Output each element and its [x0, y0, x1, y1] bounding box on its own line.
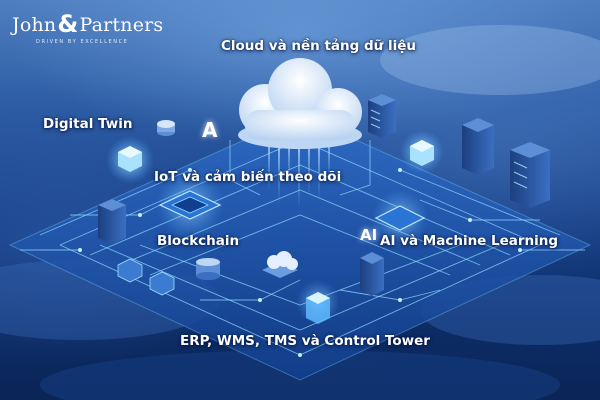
server-rack-icon [98, 199, 126, 244]
server-rack-icon [360, 252, 384, 296]
brand-tagline: DRIVEN BY EXCELLENCE [36, 39, 129, 45]
label-erp: ERP, WMS, TMS và Control Tower [180, 333, 430, 349]
circuit-board [10, 115, 590, 380]
server-rack-icon [510, 142, 550, 208]
brand-logo: John&Partners DRIVEN BY EXCELLENCE [12, 10, 163, 45]
label-ai: AI và Machine Learning [380, 233, 559, 249]
sensor-node-icon [157, 120, 175, 136]
label-cloud: Cloud và nền tảng dữ liệu [221, 38, 417, 54]
ai-chip-left-badge: A [202, 118, 218, 142]
blockchain-block-icon [117, 258, 175, 296]
brand-name: John&Partners [12, 10, 163, 38]
database-icon [196, 258, 220, 280]
label-digital-twin: Digital Twin [43, 116, 133, 132]
control-tower-icon [296, 280, 340, 324]
server-tower-icon [368, 94, 396, 138]
brand-name-left: John [12, 14, 57, 36]
brand-ampersand: & [57, 10, 79, 38]
data-beams [268, 130, 330, 210]
digital-twin-cube-icon [106, 136, 154, 184]
data-cube-icon [400, 130, 444, 174]
server-rack-icon [462, 118, 494, 175]
ai-chip-icon [372, 190, 428, 246]
processor-chip-icon [156, 171, 224, 239]
edge-cloud-icon [262, 251, 298, 278]
brand-name-right: Partners [79, 14, 164, 36]
label-blockchain: Blockchain [157, 233, 240, 249]
ai-chip-right-badge: AI [360, 226, 378, 244]
cloud-icon [238, 58, 362, 149]
label-iot: IoT và cảm biến theo dõi [154, 169, 342, 185]
